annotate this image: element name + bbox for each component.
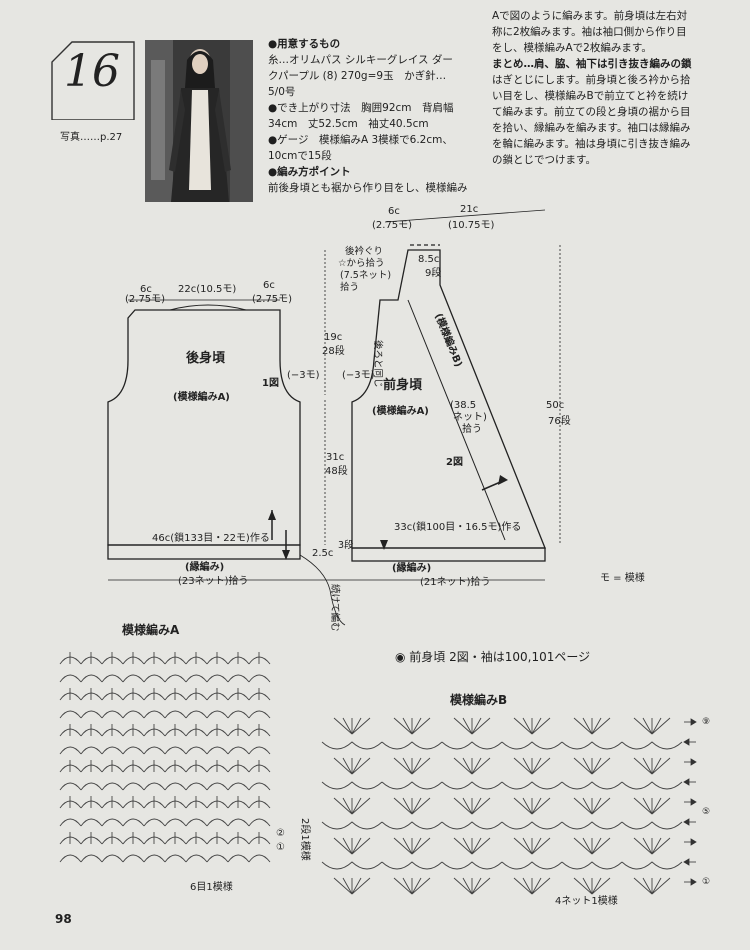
front-pickup: (21ネット)拾う [420, 575, 491, 588]
instruction-line: Aで図のように編みます。前身頃は左右対 [492, 10, 688, 22]
pattern-b-row9: ⑨ [702, 717, 710, 727]
instruction-line: い目をし、模様編みBで前立てと衿を続け [492, 90, 689, 102]
instruction-line: はぎとじにします。前身頃と後ろ衿から拾 [492, 74, 691, 86]
band-pick-verb: 拾う [462, 422, 482, 435]
materials-heading: ●用意するもの [268, 38, 341, 50]
back-neck-width: 22c(10.5モ) [178, 284, 236, 295]
points-heading: ●編み方ポイント [268, 166, 351, 178]
border-height: 2.5c [312, 548, 333, 559]
pattern-a-chart: 模様編みA 6目1模様 ② ① 2段1模様 [59, 622, 312, 893]
front-length-rows: 76段 [548, 414, 571, 427]
back-fig: 1図 [262, 377, 279, 389]
collar-height: 8.5c [418, 254, 439, 265]
pattern-b-repeat: 4ネット1模様 [555, 894, 618, 907]
back-border [107, 544, 301, 560]
front-direction-arrow [498, 475, 508, 485]
front-top-cm: 6c [388, 206, 400, 217]
reference-note: ◉ 前身頃 2図・袖は100,101ページ [395, 650, 591, 664]
pattern-a-repeat: 6目1模様 [190, 880, 233, 893]
back-neck-curve [169, 304, 247, 311]
front-band-inner [407, 299, 506, 541]
finishing-line: まとめ…肩、脇、袖下は引き抜き編みの鎖 [492, 58, 692, 70]
pattern-number-box: 16 [50, 40, 135, 120]
pattern-b-stitches [321, 717, 683, 895]
front-title: 前身頃 [383, 377, 423, 393]
back-pickup: (23ネット)拾う [178, 574, 249, 587]
back-armhole-dec: (−3モ) [287, 370, 320, 381]
number-box-frame [51, 41, 135, 120]
size-line: 34cm 丈52.5cm 袖丈40.5cm [268, 118, 429, 130]
pattern-a-title: 模様編みA [122, 622, 180, 637]
collar-rows: 9段 [425, 266, 441, 279]
size-line: ●でき上がり寸法 胸囲92cm 背肩幅 [268, 102, 454, 114]
back-shoulder-left-mo: (2.75モ) [125, 294, 165, 305]
instruction-line: 称に2枚編みます。袖は袖口側から作り目 [492, 26, 687, 38]
back-body-outline [107, 309, 301, 546]
garment-schematic: 6c (2.75モ) 22c(10.5モ) 6c (2.75モ) 後身頃 (模様… [107, 204, 645, 632]
band-pick-cm: (38.5 [450, 400, 476, 411]
instructions-text: Aで図のように編みます。前身頃は左右対 称に2枚編みます。袖は袖口側から作り目 … [492, 8, 717, 168]
front-top-mo: (2.75モ) [372, 220, 412, 231]
back-stitch: (模様編みA) [173, 390, 230, 403]
materials-line: 糸…オリムパス シルキーグレイス ダー [268, 54, 453, 66]
collar-pick-1: 後衿ぐり [345, 245, 383, 257]
photo-reference: 写真……p.27 [60, 132, 123, 143]
materials-line: クパープル (8) 270g=9玉 かぎ針… [268, 70, 447, 82]
materials-text: ●用意するもの 糸…オリムパス シルキーグレイス ダー クパープル (8) 27… [268, 36, 480, 196]
body-rows: 48段 [325, 464, 348, 477]
pattern-a-rows-label: 2段1模様 [299, 818, 312, 861]
pattern-a-row1: ① [276, 842, 285, 853]
front-border [351, 547, 546, 562]
pattern-b-chart: 模様編みB ⑨ ⑤ ① 4ネット1模様 [321, 692, 710, 907]
front-length-cm: 50c [546, 400, 564, 411]
continue-label: 続けて編む [329, 584, 341, 632]
front-border-label: (縁編み) [392, 561, 431, 574]
collar-pick-4: 拾う [340, 281, 359, 293]
front-stitch: (模様編みA) [372, 404, 429, 417]
armhole-rows: 28段 [322, 344, 345, 357]
gauge-line: 10cmで15段 [268, 150, 332, 162]
same-as-back: 後ろと同じ [372, 340, 384, 388]
pattern-a-row2: ② [276, 828, 285, 839]
band-pick-net: ネット) [453, 411, 487, 423]
back-width: 46c(鎖133目・22モ)作る [152, 531, 270, 544]
back-border-label: (縁編み) [185, 560, 224, 573]
pattern-b-row1: ① [702, 877, 710, 887]
points-line: 前後身頃とも裾から作り目をし、模様編み [268, 182, 468, 194]
instruction-line: を輪に編みます。袖は身頃に引き抜き編み [492, 138, 691, 150]
pattern-b-row-arrows [683, 718, 697, 886]
instruction-line: をし、模様編みAで2枚編みます。 [492, 42, 652, 54]
pattern-b-row5: ⑤ [702, 807, 710, 817]
front-top-21-mo: (10.75モ) [448, 220, 495, 231]
pattern-a-stitches [59, 652, 271, 863]
instruction-line: て編みます。前立ての段と身頃の裾から目 [492, 106, 691, 118]
page-number: 98 [55, 912, 72, 926]
collar-pick-3: (7.5ネット) [340, 270, 391, 281]
body-height: 31c [326, 452, 344, 463]
pattern-number: 16 [64, 46, 120, 97]
front-width: 33c(鎖100目・16.5モ)作る [394, 520, 521, 533]
border-rows: 3段 [338, 539, 354, 551]
collar-pick-2: ☆から拾う [338, 257, 385, 269]
front-body-outline [351, 249, 546, 549]
back-shoulder-right-cm: 6c [263, 280, 275, 291]
armhole-height: 19c [324, 332, 342, 343]
back-title: 後身頃 [186, 350, 226, 366]
front-top-21: 21c [460, 204, 478, 215]
band-label: (模様編みB) [432, 311, 465, 369]
gauge-line: ●ゲージ 模様編みA 3模様で6.2cm、 [268, 134, 453, 146]
front-fig: 2図 [446, 456, 463, 468]
model-photo-illustration [145, 40, 253, 202]
model-photo [145, 40, 253, 202]
back-shoulder-left-cm: 6c [140, 284, 152, 295]
back-shoulder-right-mo: (2.75モ) [252, 294, 292, 305]
instruction-line: の鎖とじでつけます。 [492, 154, 596, 166]
pattern-b-title: 模様編みB [450, 692, 507, 707]
front-armhole-dec: (−3モ) [342, 370, 375, 381]
materials-line: 5/0号 [268, 86, 296, 98]
instruction-line: を拾い、縁編みを編みます。袖口は縁編み [492, 122, 691, 134]
legend: モ = 模様 [600, 571, 645, 584]
